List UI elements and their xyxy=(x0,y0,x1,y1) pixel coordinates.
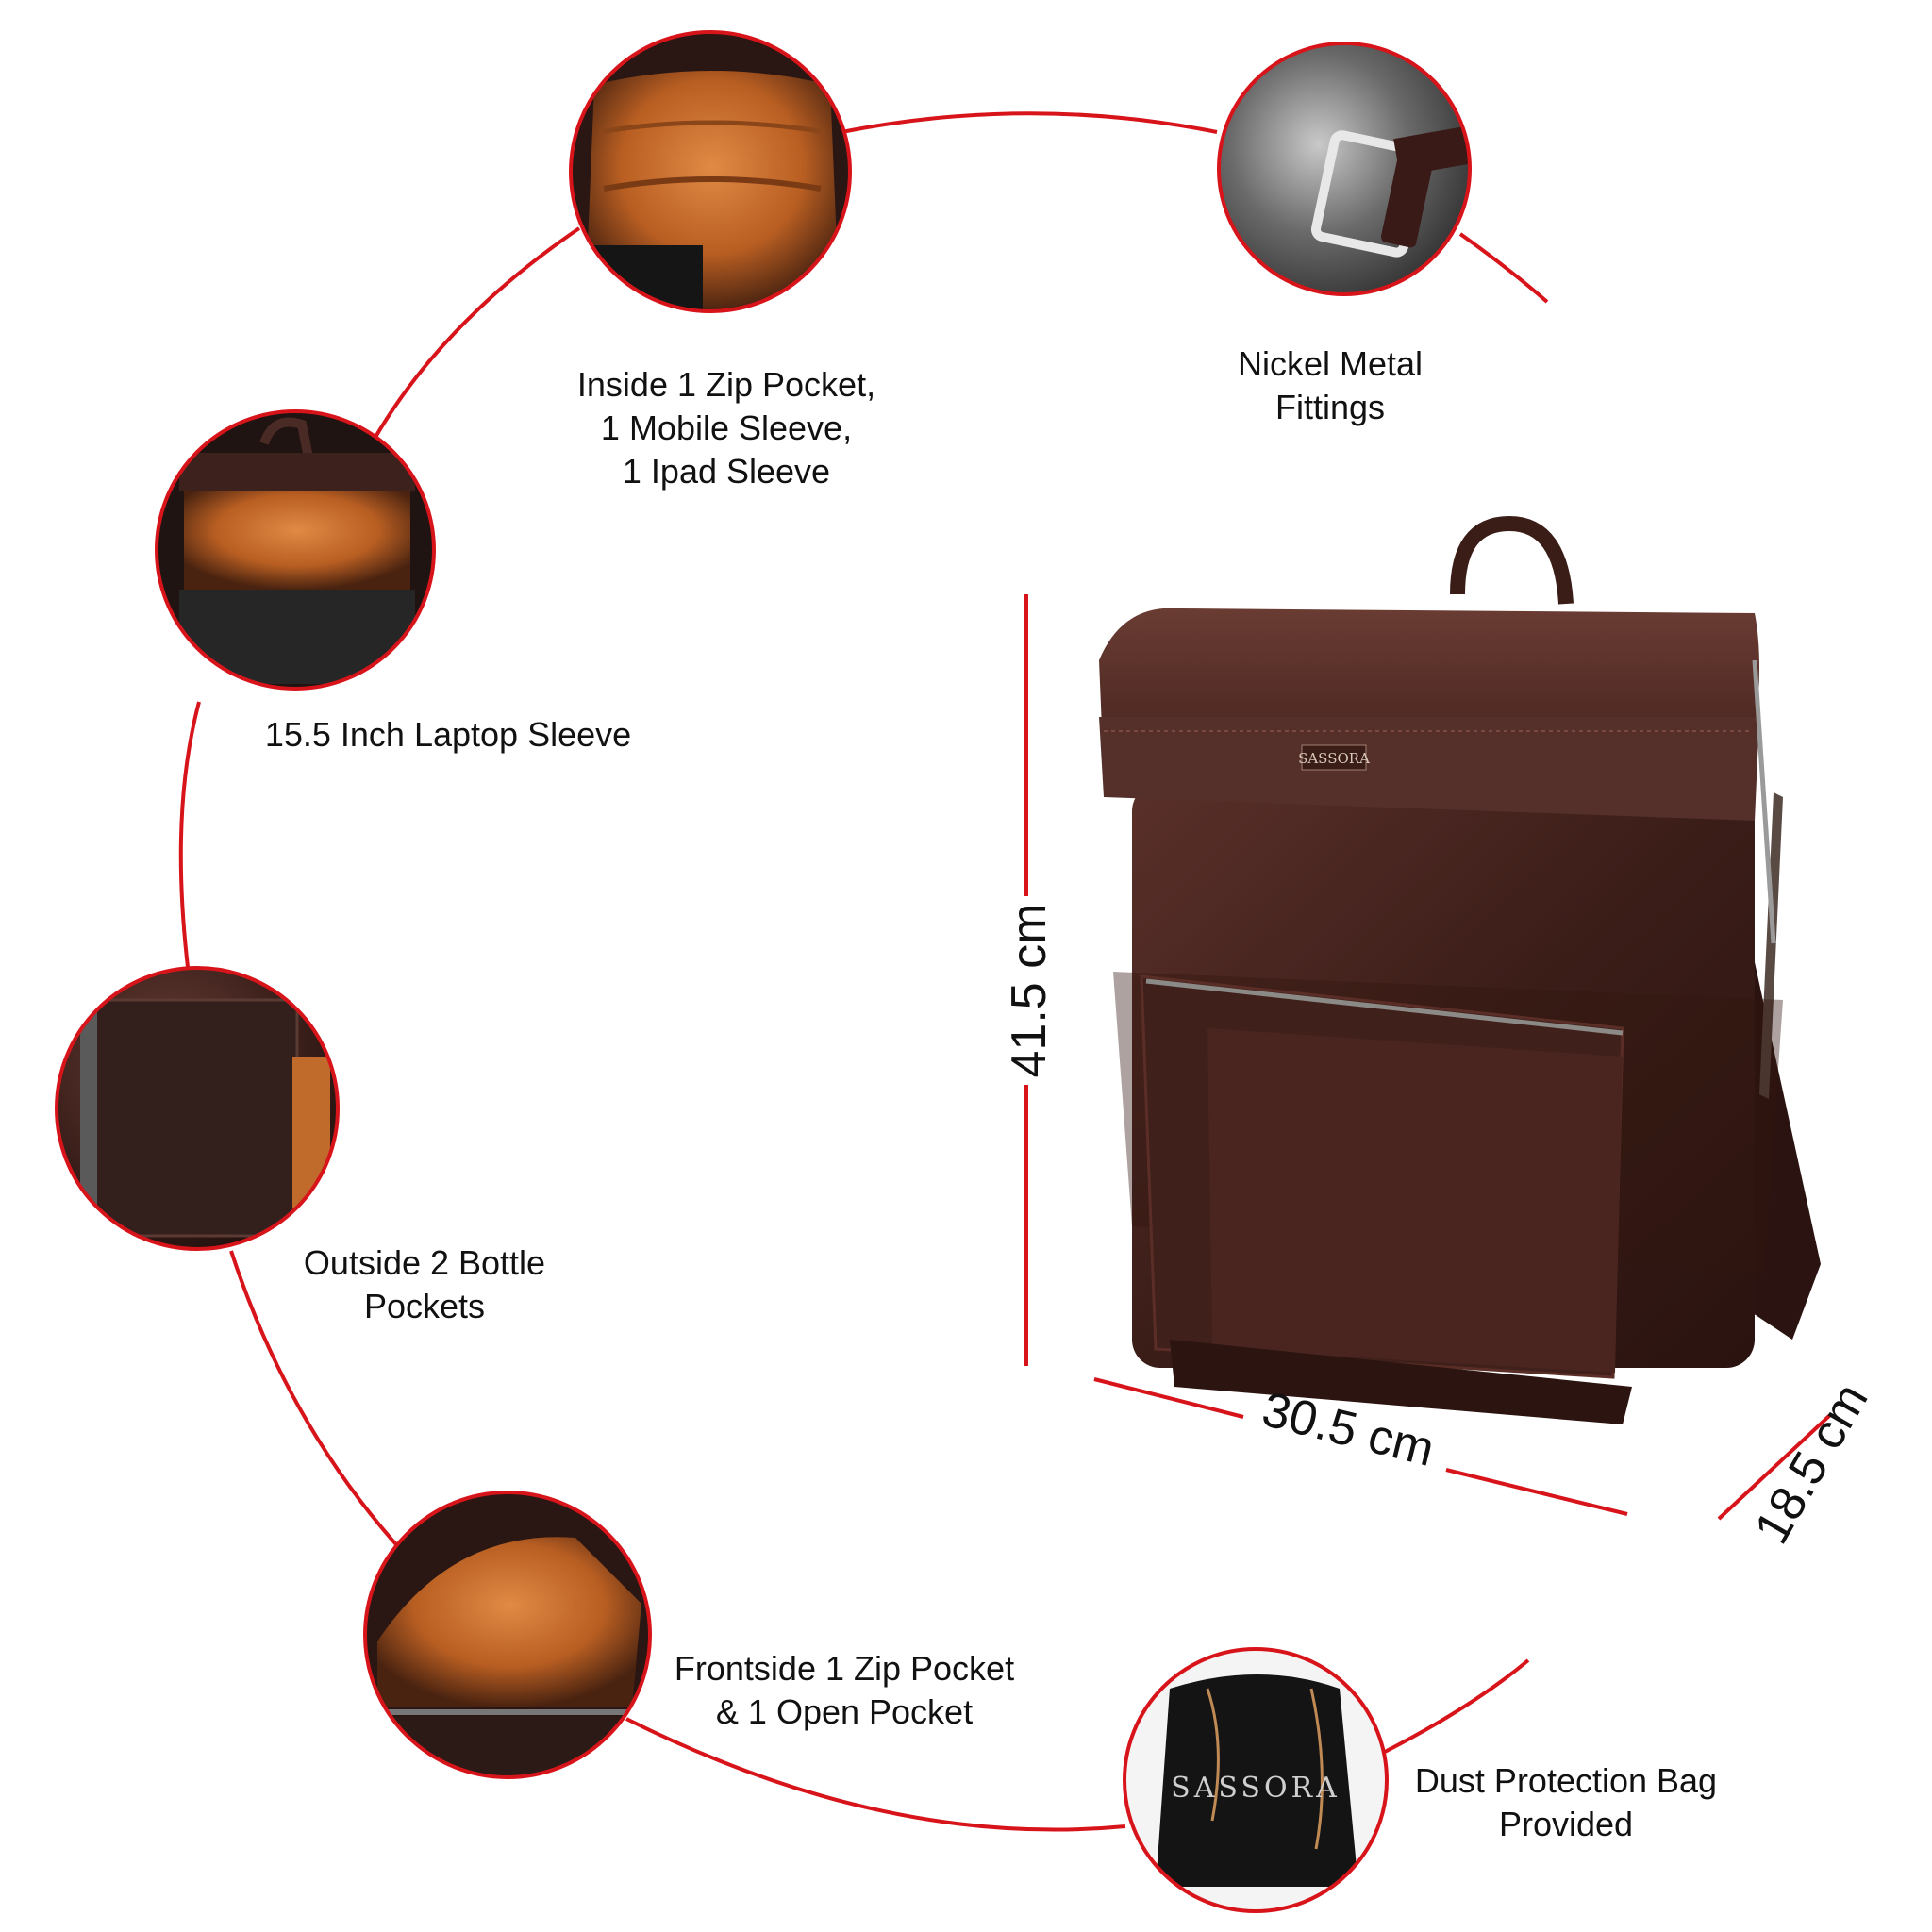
depth-dimension-label: 18.5 cm xyxy=(1744,1374,1879,1553)
feature-label-dust-bag: Dust Protection Bag Provided xyxy=(1377,1759,1755,1846)
front-pocket-photo-icon xyxy=(363,1491,652,1779)
feature-label-front-pocket: Frontside 1 Zip Pocket & 1 Open Pocket xyxy=(641,1647,1047,1734)
dimension-lines xyxy=(1024,594,1832,1521)
feature-line: Fittings xyxy=(1274,388,1386,426)
feature-label-laptop-sleeve: 15.5 Inch Laptop Sleeve xyxy=(226,713,670,757)
feature-line: Provided xyxy=(1498,1805,1634,1843)
feature-label-inside-pocket: Inside 1 Zip Pocket, 1 Mobile Sleeve, 1 … xyxy=(528,363,924,493)
laptop-compartment-photo-icon xyxy=(569,30,852,313)
connector-arc xyxy=(178,111,1549,1832)
feature-line: & 1 Open Pocket xyxy=(715,1692,974,1731)
feature-line: Dust Protection Bag xyxy=(1414,1761,1718,1800)
feature-line: Outside 2 Bottle xyxy=(303,1243,546,1282)
dustbag-logo: SASSORA xyxy=(1171,1772,1341,1805)
backpack-main-photo: SASSORA xyxy=(1099,515,1821,1424)
laptop-sleeve-photo-icon xyxy=(155,409,436,691)
height-dimension-label: 41.5 cm xyxy=(1002,904,1057,1078)
feature-line: Nickel Metal xyxy=(1237,344,1424,383)
feature-label-bottle-pockets: Outside 2 Bottle Pockets xyxy=(255,1241,594,1328)
feature-line: Pockets xyxy=(363,1287,486,1325)
metal-ring-photo-icon xyxy=(1217,42,1472,296)
feature-line: 15.5 Inch Laptop Sleeve xyxy=(264,715,632,754)
feature-line: Inside 1 Zip Pocket, xyxy=(576,365,876,404)
feature-line: 1 Mobile Sleeve, xyxy=(600,408,853,447)
bag-logo: SASSORA xyxy=(1298,750,1370,767)
feature-label-metal-fittings: Nickel Metal Fittings xyxy=(1179,342,1481,429)
dust-bag-photo-icon: SASSORA xyxy=(1123,1647,1389,1913)
bottle-pocket-photo-icon xyxy=(55,966,340,1251)
feature-line: Frontside 1 Zip Pocket xyxy=(674,1649,1015,1688)
feature-line: 1 Ipad Sleeve xyxy=(622,452,831,491)
